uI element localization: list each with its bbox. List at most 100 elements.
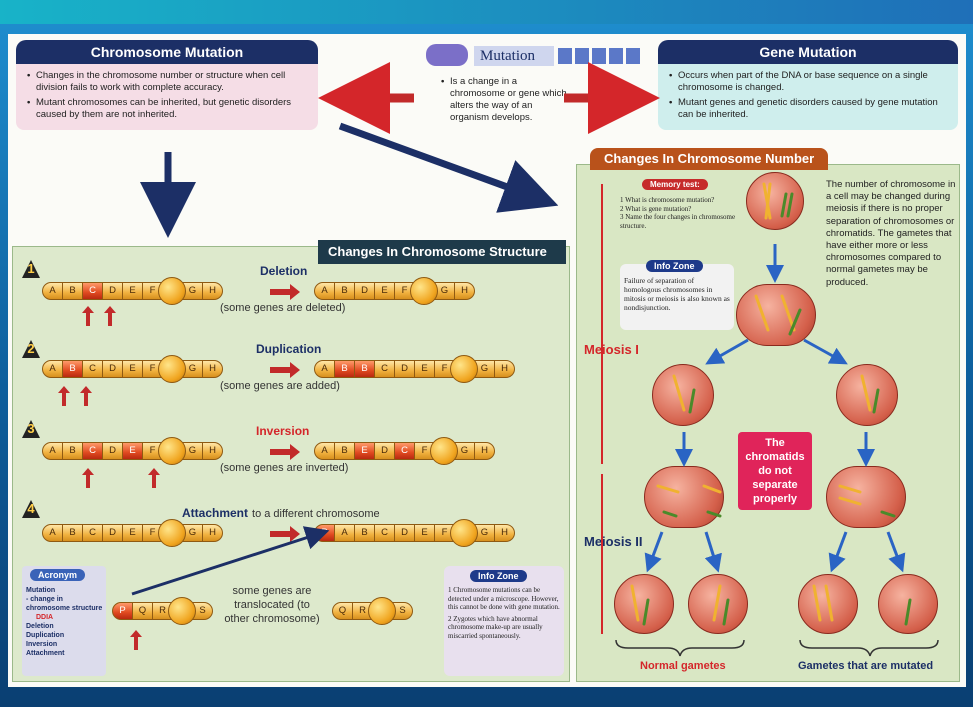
top-banner: [0, 0, 973, 24]
marker-arrow: [104, 306, 116, 326]
meiosis-2-cell-left: [644, 466, 724, 528]
gene-segment: H: [202, 282, 223, 300]
structure-info-tag: Info Zone: [470, 570, 527, 582]
gene-segment: H: [474, 442, 495, 460]
dna-icon: [426, 44, 468, 66]
transform-arrow: [270, 444, 300, 460]
mutation-diagram: Chromosome Mutation Changes in the chrom…: [8, 34, 966, 687]
transform-arrow: [270, 362, 300, 378]
gene-segment: A: [314, 360, 335, 378]
structure-info-box: [444, 566, 564, 676]
chromosome-mutation-title: Chromosome Mutation: [16, 40, 318, 64]
chromosome-mutation-bullet-1: Changes in the chromosome number or stru…: [27, 70, 310, 94]
marker-arrow: [82, 468, 94, 488]
marker-arrow: [80, 386, 92, 406]
gene-segment: F: [142, 360, 163, 378]
mutation-type-note: (some genes are deleted): [220, 302, 346, 314]
gene-segment: C: [374, 360, 395, 378]
number-info-text: Failure of separation of homologous chro…: [624, 276, 730, 312]
mutation-type-name: Attachment: [182, 506, 249, 520]
centromere: [158, 277, 186, 305]
centromere: [168, 597, 196, 625]
marker-arrow: [58, 386, 70, 406]
acronym-line: Duplication: [26, 632, 65, 639]
marker-arrow: [130, 630, 142, 650]
mutation-type-name: Inversion: [256, 424, 310, 438]
mutation-type-name: Deletion: [260, 264, 308, 278]
translocation-note: some genes are translocated (to other ch…: [224, 585, 320, 625]
gene-segment: H: [454, 282, 475, 300]
chromatid-note: The chromatids do not separate properly: [738, 432, 812, 510]
number-description: The number of chromosome in a cell may b…: [826, 179, 956, 288]
meiosis-1-cell: [736, 284, 816, 346]
mutation-type-heading: Inversion: [256, 424, 309, 438]
memory-test-item: Name the four changes in chromosome stru…: [620, 213, 736, 230]
normal-gametes-label: Normal gametes: [640, 660, 726, 672]
number-info-tag: Info Zone: [646, 260, 703, 272]
gene-segment: F: [394, 282, 415, 300]
gene-segment: H: [202, 360, 223, 378]
gene-segment: D: [102, 282, 123, 300]
meiosis-2-label: Meiosis II: [584, 534, 643, 549]
gene-segment: E: [122, 524, 143, 542]
gene-mutation-bullet-2: Mutant genes and genetic disorders cause…: [669, 97, 950, 121]
gene-segment: C: [82, 282, 103, 300]
chromosome-mutation-text: Changes in the chromosome number or stru…: [16, 64, 318, 130]
memory-test-tag: Memory test:: [642, 179, 708, 190]
centromere: [450, 519, 478, 547]
gene-mutation-title: Gene Mutation: [658, 40, 958, 64]
transform-arrow: [270, 526, 300, 542]
mutation-title-bars: [558, 48, 640, 64]
mutation-type-name: Duplication: [256, 342, 322, 356]
centromere: [450, 355, 478, 383]
number-title: Changes In Chromosome Number: [590, 148, 829, 170]
mutation-definition: Is a change in a chromosome or gene whic…: [440, 76, 567, 127]
memory-test-item: What is chromosome mutation?: [625, 196, 715, 204]
mutation-type-note: (some genes are inverted): [220, 462, 349, 474]
structure-info-item: Chromosome mutations can be detected und…: [448, 586, 560, 611]
centromere: [158, 355, 186, 383]
acronym-tag: Acronym: [30, 569, 86, 581]
gene-segment: A: [42, 442, 63, 460]
mutation-type-suffix: to a different chromosome: [252, 508, 380, 520]
mutation-type-heading: Deletion: [260, 264, 307, 278]
translocation-arrow: [131, 526, 330, 596]
arrow-to-number: [338, 122, 559, 213]
acronym-line: Inversion: [26, 641, 58, 648]
diagram-arrows: [131, 62, 939, 657]
parent-cell: [746, 172, 804, 230]
number-info-box: [620, 264, 734, 330]
mutated-gametes-label: Gametes that are mutated: [798, 660, 934, 672]
marker-arrow: [82, 306, 94, 326]
gene-segment: H: [494, 360, 515, 378]
structure-info-item: Zygotes which have abnormal chromosome m…: [448, 614, 543, 640]
structure-info-text: 1 Chromosome mutations can be detected u…: [448, 586, 560, 640]
gene-segment: H: [202, 442, 223, 460]
centromere: [430, 437, 458, 465]
gene-segment: C: [394, 442, 415, 460]
memory-test-items: 1 What is chromosome mutation? 2 What is…: [620, 196, 736, 230]
acronym-box: [22, 566, 106, 676]
gene-segment: H: [494, 524, 515, 542]
meiosis-1-label: Meiosis I: [584, 342, 639, 357]
chromosome-mutation-bullet-2: Mutant chromosomes can be inherited, but…: [27, 97, 310, 121]
daughter-cell-left: [652, 364, 714, 426]
acronym-line: DDIA: [36, 614, 54, 621]
structure-title: Changes In Chromosome Structure: [318, 240, 566, 264]
mutation-title: Mutation: [474, 46, 554, 66]
centromere: [410, 277, 438, 305]
acronym-line: Mutation: [26, 587, 56, 594]
mutated-gametes-brace: [799, 639, 939, 657]
centromere: [158, 519, 186, 547]
mutation-type-heading: Duplication: [256, 342, 321, 356]
acronym-line: - change in chromosome structure: [26, 596, 103, 612]
gene-segment: F: [414, 442, 435, 460]
normal-gametes-brace: [615, 639, 745, 657]
